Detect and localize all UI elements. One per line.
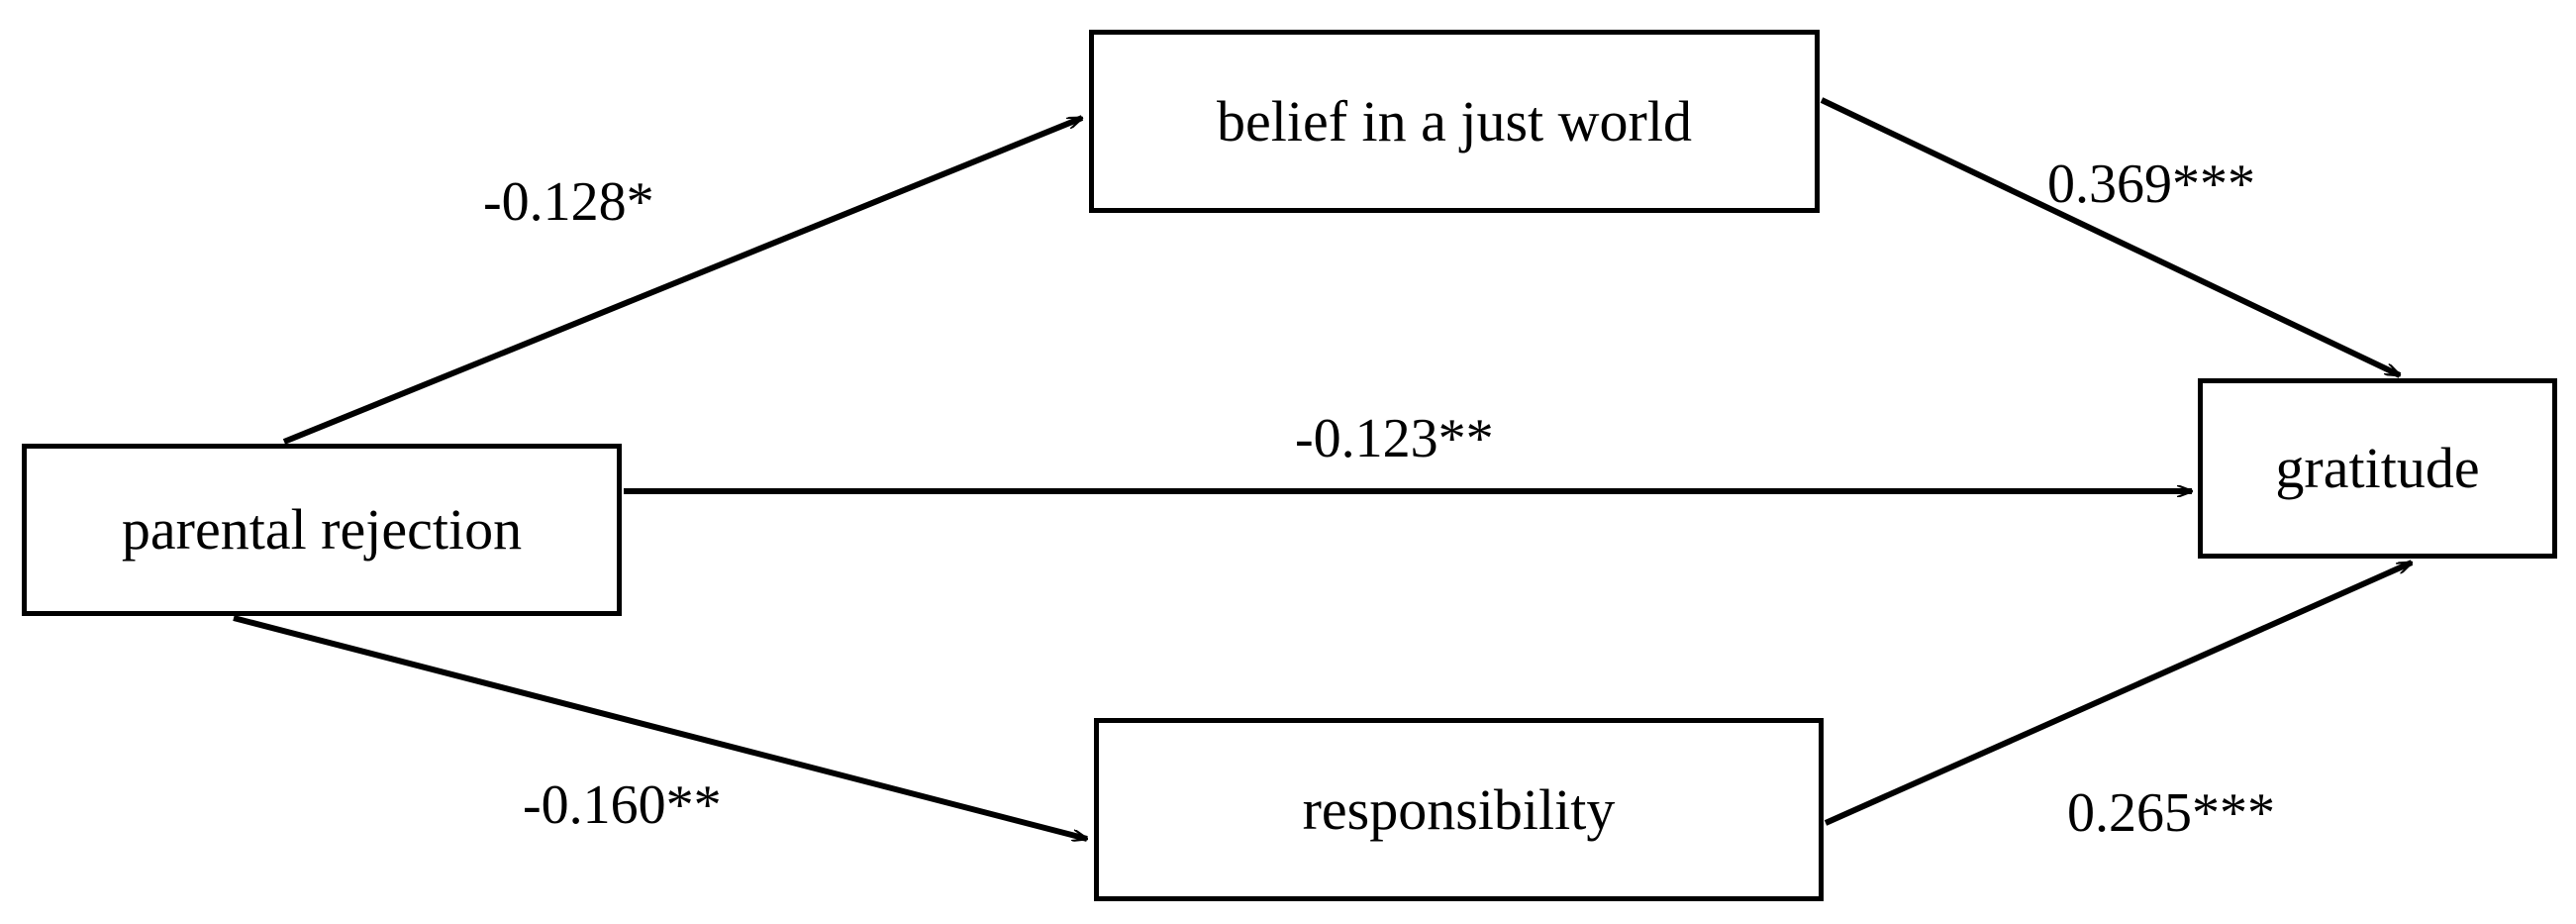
edge-label-bjw-to-gratitude: 0.369*** xyxy=(2047,154,2255,215)
edge-label-pr-to-bjw: -0.128* xyxy=(483,171,654,233)
node-responsibility[interactable]: responsibility xyxy=(1094,718,1824,901)
edge-responsibility-to-gratitude xyxy=(1824,560,2412,826)
edge-label-pr-to-responsibility: -0.160** xyxy=(523,774,722,836)
edge-pr-to-responsibility xyxy=(233,615,1087,839)
node-label-belief-in-a-just-world: belief in a just world xyxy=(1216,88,1692,154)
edge-label-responsibility-to-gratitude: 0.265*** xyxy=(2067,782,2275,844)
node-label-parental-rejection: parental rejection xyxy=(121,497,523,562)
node-label-responsibility: responsibility xyxy=(1302,776,1616,842)
edge-bjw-to-gratitude xyxy=(1820,97,2400,378)
edge-label-pr-to-gratitude: -0.123** xyxy=(1295,408,1494,469)
node-label-gratitude: gratitude xyxy=(2275,436,2480,500)
node-belief-in-a-just-world[interactable]: belief in a just world xyxy=(1089,30,1820,213)
node-parental-rejection[interactable]: parental rejection xyxy=(22,444,622,616)
node-gratitude[interactable]: gratitude xyxy=(2198,378,2557,559)
edge-pr-to-bjw xyxy=(282,115,1082,445)
